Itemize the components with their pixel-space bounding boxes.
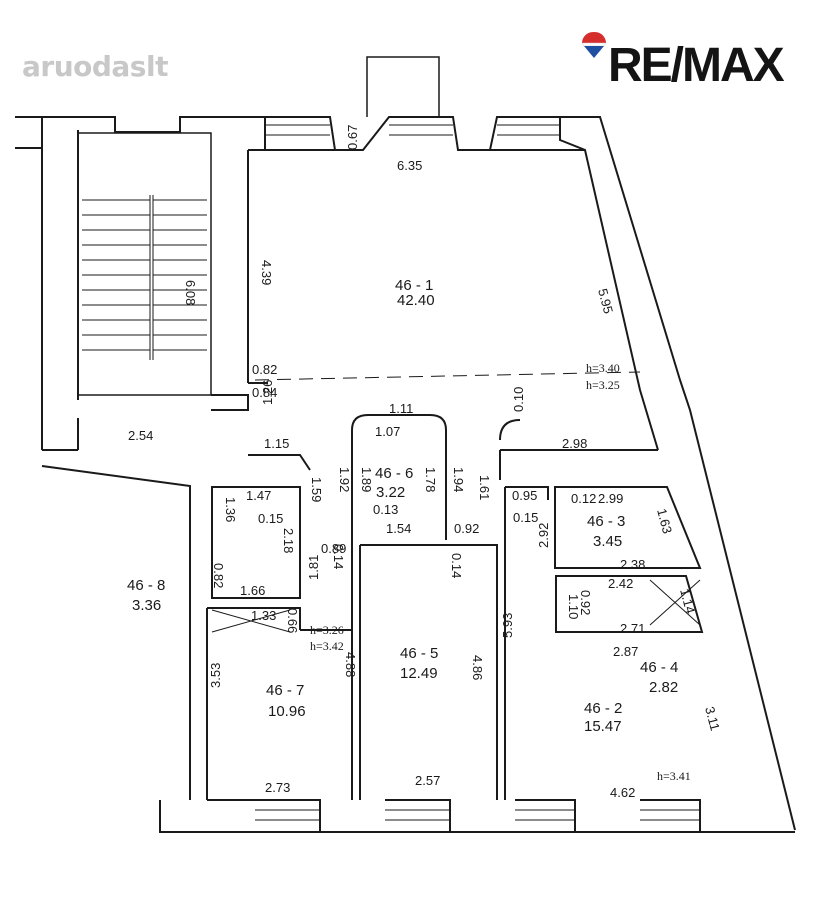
dimension: 1.11	[389, 401, 413, 416]
dimension: 5.93	[500, 613, 515, 638]
dimension: 1.26	[260, 380, 275, 405]
dimension: 1.66	[240, 583, 265, 598]
room-4-id: 46 - 4	[640, 659, 678, 676]
room-1-id: 46 - 1	[395, 277, 433, 294]
balloon-icon	[581, 32, 607, 58]
dimension: 1.59	[309, 477, 324, 502]
dimension: 2.18	[281, 528, 296, 553]
dimension: 0.67	[345, 125, 360, 150]
watermark-text: aruodas	[22, 50, 146, 83]
height-label: h=3.26	[310, 623, 344, 637]
dimension: 2.98	[562, 436, 587, 451]
dimension: 0.84	[252, 385, 277, 400]
dimension: 0.92	[578, 590, 593, 615]
room-1-area: 42.40	[397, 292, 435, 309]
dimension: 0.15	[258, 511, 283, 526]
room-2-area: 15.47	[584, 718, 622, 735]
dimension: 0.14	[449, 553, 464, 578]
dimension: 6.35	[397, 158, 422, 173]
height-label: h=3.41	[657, 769, 691, 783]
dimension: 1.78	[423, 467, 438, 492]
room-4-area: 2.82	[649, 679, 678, 696]
dimension: 1.36	[223, 497, 238, 522]
remax-logo: RE/MAX	[608, 39, 785, 92]
dimension: 1.47	[246, 488, 271, 503]
dimension: 0.13	[373, 502, 398, 517]
height-label: h=3.40	[586, 361, 620, 375]
dimension: 2.87	[613, 644, 638, 659]
room-7-id: 46 - 7	[266, 682, 304, 699]
dimension: 2.42	[608, 576, 633, 591]
dimension: 0.12	[571, 491, 596, 506]
dimension: 2.38	[620, 557, 645, 572]
room-8-area: 3.36	[132, 597, 161, 614]
room-2-id: 46 - 2	[584, 700, 622, 717]
dimension: 2.99	[598, 491, 623, 506]
room-5-id: 46 - 5	[400, 645, 438, 662]
dimension: 0.82	[211, 563, 226, 588]
dimension: 0.14	[331, 544, 346, 569]
dimension: 0.95	[512, 488, 537, 503]
room-6-area: 3.22	[376, 484, 405, 501]
dimension: 4.62	[610, 785, 635, 800]
dimension: 4.88	[343, 652, 358, 677]
dimension: 1.89	[359, 467, 374, 492]
watermark: aruodaslt	[22, 50, 168, 83]
room-7-area: 10.96	[268, 703, 306, 720]
dimension: 1.07	[375, 424, 400, 439]
height-label: h=3.42	[310, 639, 344, 653]
dimension: 1.33	[251, 608, 276, 623]
dimension: 2.54	[128, 428, 153, 443]
dimension: 2.73	[265, 780, 290, 795]
dimension: 1.81	[306, 555, 321, 580]
dimension: 3.53	[208, 663, 223, 688]
dimension: 1.94	[451, 467, 466, 492]
dimension: 5.95	[595, 287, 616, 315]
dimension: 2.57	[415, 773, 440, 788]
dimension: 1.63	[654, 507, 675, 535]
dimension: 1.15	[264, 436, 289, 451]
dimension: 1.61	[477, 475, 492, 500]
dimension: 6.08	[183, 280, 198, 305]
dimension: 0.15	[513, 510, 538, 525]
room-5-area: 12.49	[400, 665, 438, 682]
room-3-id: 46 - 3	[587, 513, 625, 530]
dimension: 0.92	[454, 521, 479, 536]
room-6-id: 46 - 6	[375, 465, 413, 482]
dimension: 1.54	[386, 521, 411, 536]
dimension: 0.10	[511, 387, 526, 412]
watermark-lt: lt	[145, 50, 168, 83]
dimension: 2.71	[620, 621, 645, 636]
dimension: 0.89	[321, 541, 346, 556]
room-8-id: 46 - 8	[127, 577, 165, 594]
dimension: 1.92	[337, 467, 352, 492]
dimension: 1.10	[566, 594, 581, 619]
height-label: h=3.25	[586, 378, 620, 392]
dimension: 4.86	[470, 655, 485, 680]
dimension: 4.39	[259, 260, 274, 285]
dimension: 0.66	[285, 608, 300, 633]
dimension: 0.82	[252, 362, 277, 377]
dimension: 2.92	[536, 523, 551, 548]
dimension: 1.14	[677, 587, 698, 615]
dimension: 3.11	[702, 705, 723, 732]
room-3-area: 3.45	[593, 533, 622, 550]
